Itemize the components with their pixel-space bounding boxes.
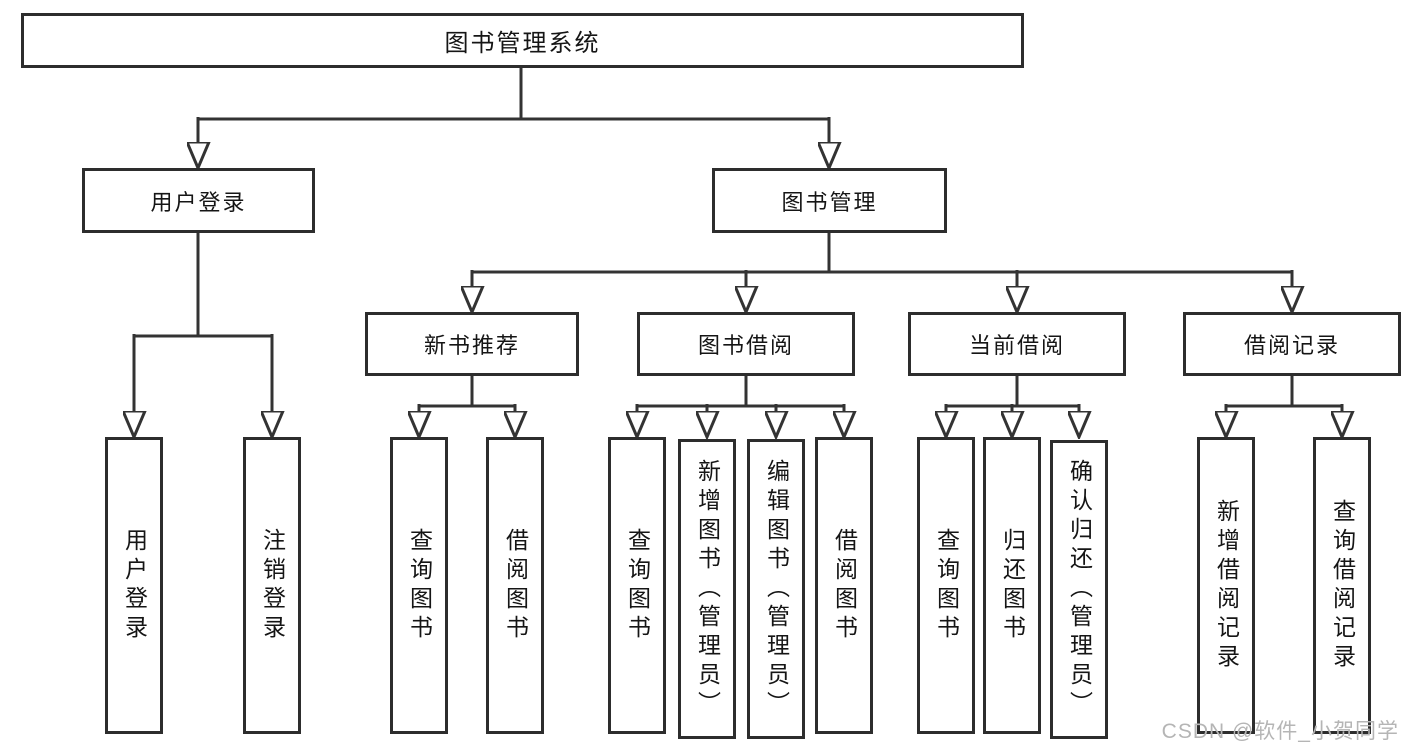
- node-label: 注销登录: [259, 527, 286, 644]
- node-label: 查询图书: [624, 527, 651, 644]
- node-label: 新书推荐: [423, 333, 520, 358]
- leaf-br-add-record: 新增借阅记录: [1197, 437, 1255, 734]
- node-label: 用户登录: [121, 527, 148, 644]
- leaf-cb-query-books: 查询图书: [917, 437, 975, 734]
- leaf-nb-query-books: 查询图书: [390, 437, 448, 734]
- leaf-nb-borrow-books: 借阅图书: [486, 437, 544, 734]
- node-label: 图书借阅: [697, 333, 794, 358]
- csdn-watermark: CSDN @软件_小贺同学: [1161, 720, 1399, 743]
- node-label: 查询图书: [406, 527, 433, 644]
- leaf-bb-borrow-books: 借阅图书: [815, 437, 873, 734]
- node-label: 当前借阅: [968, 333, 1065, 358]
- node-label: 确认归还（管理员）: [1066, 459, 1093, 720]
- leaf-br-query-record: 查询借阅记录: [1313, 437, 1371, 734]
- connector-book-management-trunk: [472, 233, 1292, 274]
- node-user-login: 用户登录: [82, 168, 315, 233]
- node-label: 借阅图书: [502, 527, 529, 644]
- node-label: 新增借阅记录: [1213, 498, 1240, 673]
- connector-user-login-trunk: [134, 233, 272, 338]
- node-library-management-system: 图书管理系统: [21, 13, 1024, 68]
- leaf-user-login: 用户登录: [105, 437, 163, 734]
- leaf-bb-edit-books-admin: 编辑图书（管理员）: [747, 439, 805, 739]
- node-label: 用户登录: [150, 189, 247, 215]
- node-label: 借阅记录: [1243, 333, 1340, 358]
- leaf-cb-confirm-return-admin: 确认归还（管理员）: [1050, 440, 1108, 739]
- node-label: 借阅图书: [831, 527, 858, 644]
- node-label: 归还图书: [999, 527, 1026, 644]
- connector-root-trunk: [198, 68, 829, 121]
- node-book-management: 图书管理: [712, 168, 947, 233]
- node-label: 编辑图书（管理员）: [763, 458, 790, 720]
- connector-book-borrow-trunk: [637, 376, 844, 408]
- node-label: 查询图书: [933, 527, 960, 644]
- node-book-borrowing: 图书借阅: [637, 312, 855, 376]
- leaf-logout: 注销登录: [243, 437, 301, 734]
- node-label: 新增图书（管理员）: [694, 458, 721, 720]
- node-borrowing-records: 借阅记录: [1183, 312, 1401, 376]
- node-new-book-recommend: 新书推荐: [365, 312, 579, 376]
- connector-current-borrow-trunk: [946, 376, 1079, 408]
- node-label: 图书管理: [781, 189, 878, 215]
- leaf-cb-return-books: 归还图书: [983, 437, 1041, 734]
- leaf-bb-add-books-admin: 新增图书（管理员）: [678, 439, 736, 739]
- node-current-borrowing: 当前借阅: [908, 312, 1126, 376]
- connector-borrow-records-trunk: [1226, 376, 1342, 408]
- connector-new-books-trunk: [419, 376, 515, 408]
- node-label: 查询借阅记录: [1329, 498, 1356, 673]
- node-label: 图书管理系统: [444, 30, 601, 57]
- leaf-bb-query-books: 查询图书: [608, 437, 666, 734]
